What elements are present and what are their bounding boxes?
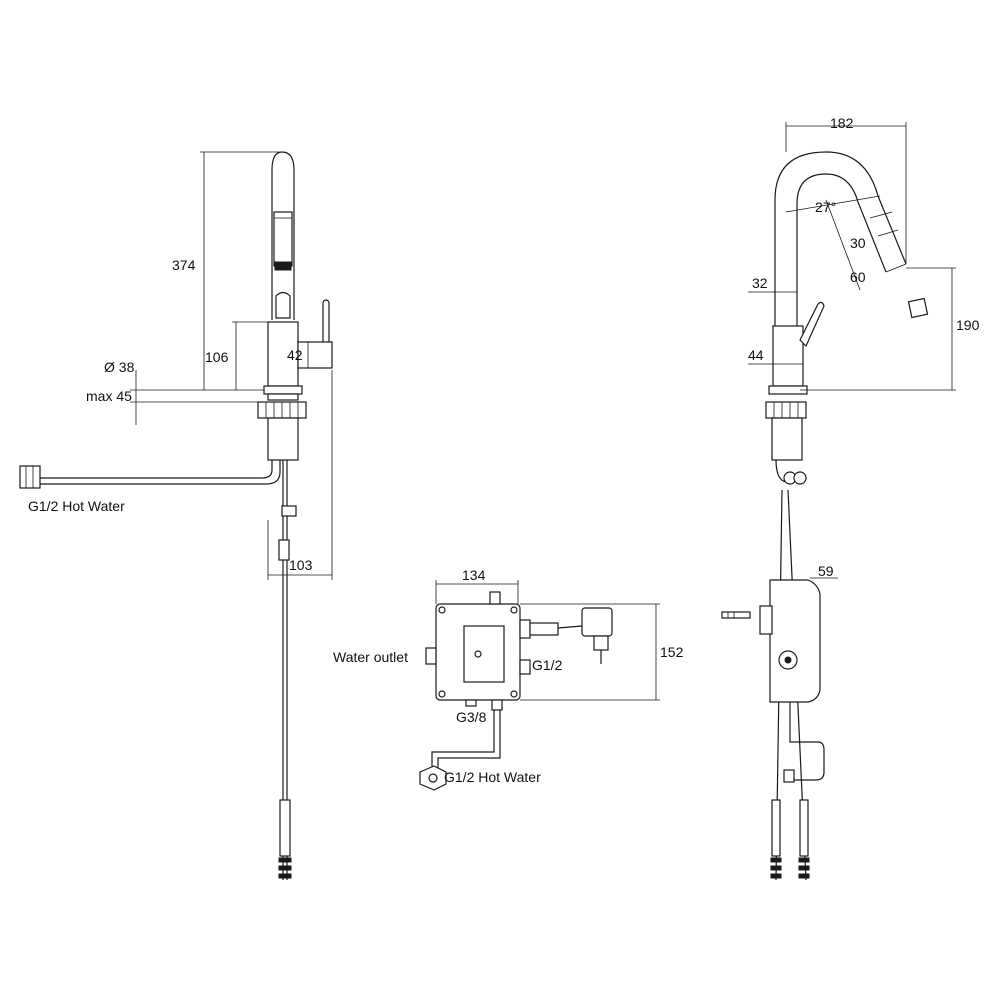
dim-190: 190 [956, 317, 980, 333]
dim-59: 59 [818, 563, 834, 579]
dim-152: 152 [660, 644, 684, 660]
g38-label: G3/8 [456, 709, 487, 725]
hot-water-label-left: G1/2 Hot Water [28, 498, 125, 514]
g12-label: G1/2 [532, 657, 563, 673]
dim-44: 44 [748, 347, 764, 363]
dim-27deg: 27° [815, 199, 836, 215]
control-box-view [419, 580, 660, 791]
dim-32: 32 [752, 275, 768, 291]
dim-374: 374 [172, 257, 196, 273]
dim-103: 103 [289, 557, 313, 573]
dim-134: 134 [462, 567, 486, 583]
water-outlet-label: Water outlet [333, 649, 408, 665]
dim-182: 182 [830, 115, 854, 131]
hot-water-label-bottom: G1/2 Hot Water [444, 769, 541, 785]
dim-max45: max 45 [86, 388, 132, 404]
dim-30: 30 [850, 235, 866, 251]
dim-106: 106 [205, 349, 229, 365]
dim-42: 42 [287, 347, 303, 363]
dim-d38: Ø 38 [104, 359, 135, 375]
side-view [721, 122, 956, 881]
front-view [19, 151, 333, 880]
dim-60: 60 [850, 269, 866, 285]
